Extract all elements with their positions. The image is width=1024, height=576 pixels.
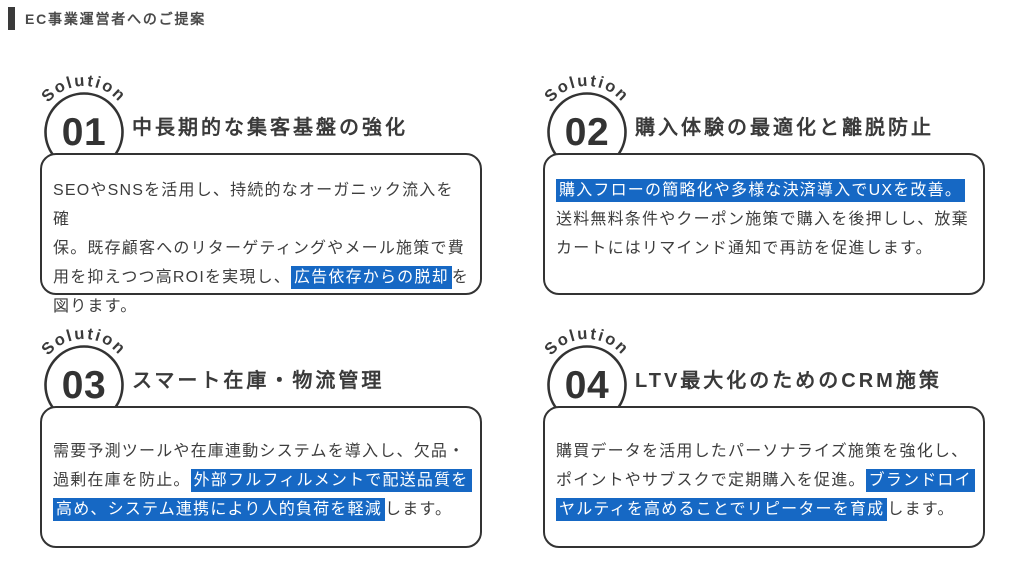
card-body-text: 購買データを活用したパーソナライズ施策を強化し、 ポイントやサブスクで定期購入を… (556, 437, 975, 524)
solution-number: 04 (565, 364, 609, 407)
card-title: LTV最大化のためのCRM施策 (635, 370, 942, 392)
solution-badge: Solution 01 (38, 72, 128, 172)
solution-number: 03 (62, 364, 106, 407)
solution-number: 01 (62, 111, 106, 154)
card-title: スマート在庫・物流管理 (132, 370, 385, 392)
card-body-text: 購入フローの簡略化や多様な決済導入でUXを改善。 送料無料条件やクーポン施策で購… (556, 176, 972, 263)
body-phrase: 需要予測ツールや在庫連動システムを導入し、欠品・ 過剰在庫を防止。 (53, 443, 466, 489)
solution-card-03: Solution 03 スマート在庫・物流管理 需要予測ツールや在庫連動システム… (38, 315, 482, 555)
title-accent-bar (8, 7, 15, 30)
card-body-text: SEOやSNSを活用し、持続的なオーガニック流入を確 保。既存顧客へのリターゲテ… (53, 176, 469, 321)
body-phrase: 送料無料条件やクーポン施策で購入を後押しし、放棄 カートにはリマインド通知で再訪… (556, 211, 969, 257)
card-body-box: SEOやSNSを活用し、持続的なオーガニック流入を確 保。既存顧客へのリターゲテ… (40, 153, 482, 315)
solution-card-01: Solution 01 中長期的な集客基盤の強化 SEOやSNSを活用し、持続的… (38, 62, 482, 315)
body-phrase: を 図ります。 (53, 269, 469, 315)
card-title: 中長期的な集客基盤の強化 (132, 117, 408, 139)
body-phrase: します。 (887, 501, 955, 518)
solution-badge: Solution 03 (38, 325, 128, 425)
highlighted-phrase: 購入フローの簡略化や多様な決済導入でUXを改善。 (556, 179, 966, 202)
body-phrase: します。 (385, 501, 453, 518)
solution-number: 02 (565, 111, 609, 154)
highlighted-phrase: 広告依存からの脱却 (290, 266, 452, 289)
card-body-text: 需要予測ツールや在庫連動システムを導入し、欠品・ 過剰在庫を防止。外部フルフィル… (53, 437, 472, 524)
slide-header: EC事業運営者へのご提案 (8, 7, 206, 30)
card-body-box: 需要予測ツールや在庫連動システムを導入し、欠品・ 過剰在庫を防止。外部フルフィル… (40, 406, 482, 548)
solution-card-02: Solution 02 購入体験の最適化と離脱防止 購入フローの簡略化や多様な決… (541, 62, 985, 302)
body-phrase: 購買データを活用したパーソナライズ施策を強化し、 ポイントやサブスクで定期購入を… (556, 443, 969, 489)
solution-card-04: Solution 04 LTV最大化のためのCRM施策 購買データを活用したパー… (541, 315, 985, 555)
page-title: EC事業運営者へのご提案 (25, 10, 207, 27)
body-phrase: SEOやSNSを活用し、持続的なオーガニック流入を確 保。既存顧客へのリターゲテ… (53, 182, 465, 286)
card-body-box: 購入フローの簡略化や多様な決済導入でUXを改善。 送料無料条件やクーポン施策で購… (543, 153, 985, 295)
card-title: 購入体験の最適化と離脱防止 (635, 117, 934, 139)
card-body-box: 購買データを活用したパーソナライズ施策を強化し、 ポイントやサブスクで定期購入を… (543, 406, 985, 548)
